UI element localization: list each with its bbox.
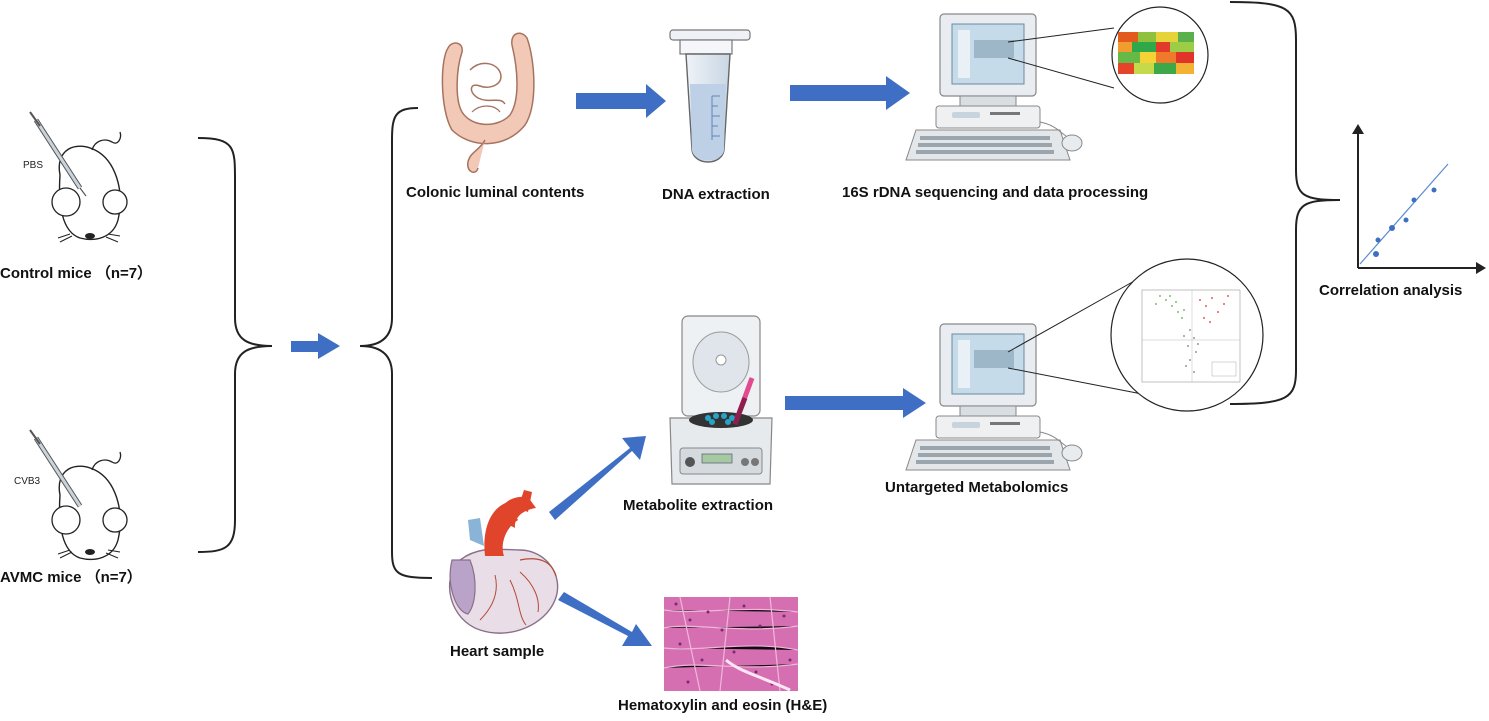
brace-icon bbox=[197, 137, 273, 553]
metabolite-extraction-label: Metabolite extraction bbox=[623, 497, 774, 514]
heart-sample-label: Heart sample bbox=[450, 643, 545, 660]
arrow-icon bbox=[549, 436, 646, 520]
arrow-icon bbox=[790, 76, 910, 110]
brace-icon bbox=[359, 107, 433, 579]
intestine-icon bbox=[441, 32, 535, 173]
dna-extraction-label: DNA extraction bbox=[662, 186, 770, 203]
control-mouse-icon bbox=[29, 111, 128, 243]
arrow-icon bbox=[576, 84, 666, 118]
computer-icon bbox=[905, 13, 1083, 161]
pbs-label: PBS bbox=[23, 160, 43, 171]
arrow-icon bbox=[291, 333, 340, 359]
heatmap-icon bbox=[1118, 32, 1194, 74]
scatter-plot-icon bbox=[1352, 124, 1486, 274]
histology-image bbox=[663, 596, 799, 692]
arrow-icon bbox=[558, 592, 652, 646]
colonic-label: Colonic luminal contents bbox=[406, 184, 585, 201]
centrifuge-icon bbox=[669, 315, 773, 485]
microtube-icon bbox=[669, 29, 751, 163]
heart-icon bbox=[448, 490, 559, 634]
he-label: Hematoxylin and eosin (H&E) bbox=[618, 697, 828, 714]
avmc-mice-label: AVMC mice （n=7） bbox=[0, 569, 142, 586]
volcano-plot-icon bbox=[1141, 289, 1241, 383]
correlation-label: Correlation analysis bbox=[1319, 282, 1463, 299]
arrow-icon bbox=[785, 388, 926, 418]
untargeted-metabolomics-label: Untargeted Metabolomics bbox=[885, 479, 1069, 496]
brace-icon bbox=[1229, 1, 1341, 405]
sequencing-label: 16S rDNA sequencing and data processing bbox=[842, 184, 1149, 201]
avmc-mouse-icon bbox=[29, 429, 128, 561]
cvb3-label: CVB3 bbox=[14, 476, 41, 487]
control-mice-label: Control mice （n=7） bbox=[0, 265, 153, 282]
computer-icon bbox=[905, 323, 1083, 471]
